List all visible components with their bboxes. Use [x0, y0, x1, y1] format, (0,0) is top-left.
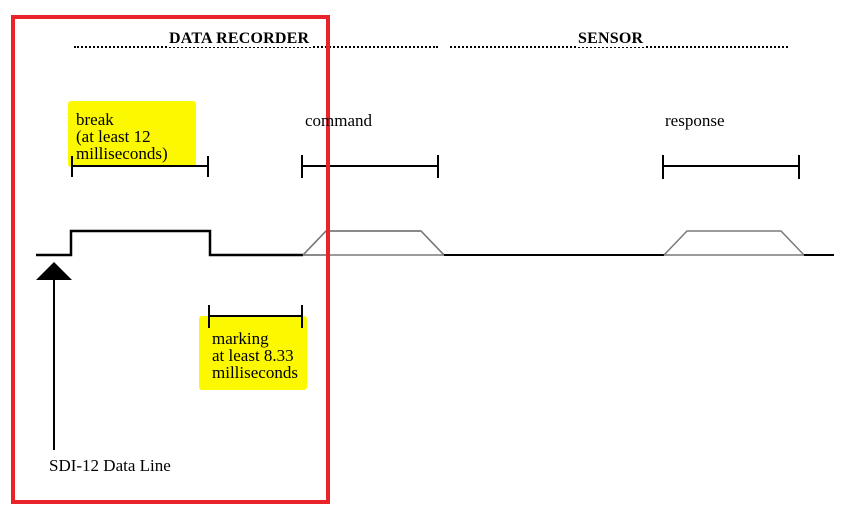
marking-bracket [208, 305, 303, 328]
command-packet [302, 230, 446, 256]
break-bracket [71, 156, 209, 177]
data-line-label: SDI-12 Data Line [49, 456, 171, 475]
command-bracket [301, 155, 439, 178]
sensor-header: SENSOR [576, 30, 646, 47]
break-label: break (at least 12 milliseconds) [76, 111, 168, 162]
response-packet [663, 230, 805, 256]
break-label-line-3: milliseconds) [76, 144, 168, 163]
marking-label-line-1: marking [212, 329, 269, 348]
marking-highlight [199, 316, 307, 390]
signal-waveform [36, 229, 303, 257]
response-label: response [665, 111, 725, 130]
response-bracket [662, 155, 800, 179]
sensor-header-rule [450, 46, 788, 48]
break-label-line-2: (at least 12 [76, 127, 151, 146]
data-line-arrow [36, 262, 72, 450]
data-recorder-header: DATA RECORDER [167, 30, 312, 47]
recorder-highlight-box [11, 15, 330, 504]
marking-label: marking at least 8.33 milliseconds [212, 330, 298, 381]
marking-label-line-3: milliseconds [212, 363, 298, 382]
recorder-header-rule [74, 46, 438, 48]
marking-label-line-2: at least 8.33 [212, 346, 294, 365]
break-highlight [68, 101, 196, 167]
break-label-line-1: break [76, 110, 114, 129]
command-label: command [305, 111, 373, 130]
